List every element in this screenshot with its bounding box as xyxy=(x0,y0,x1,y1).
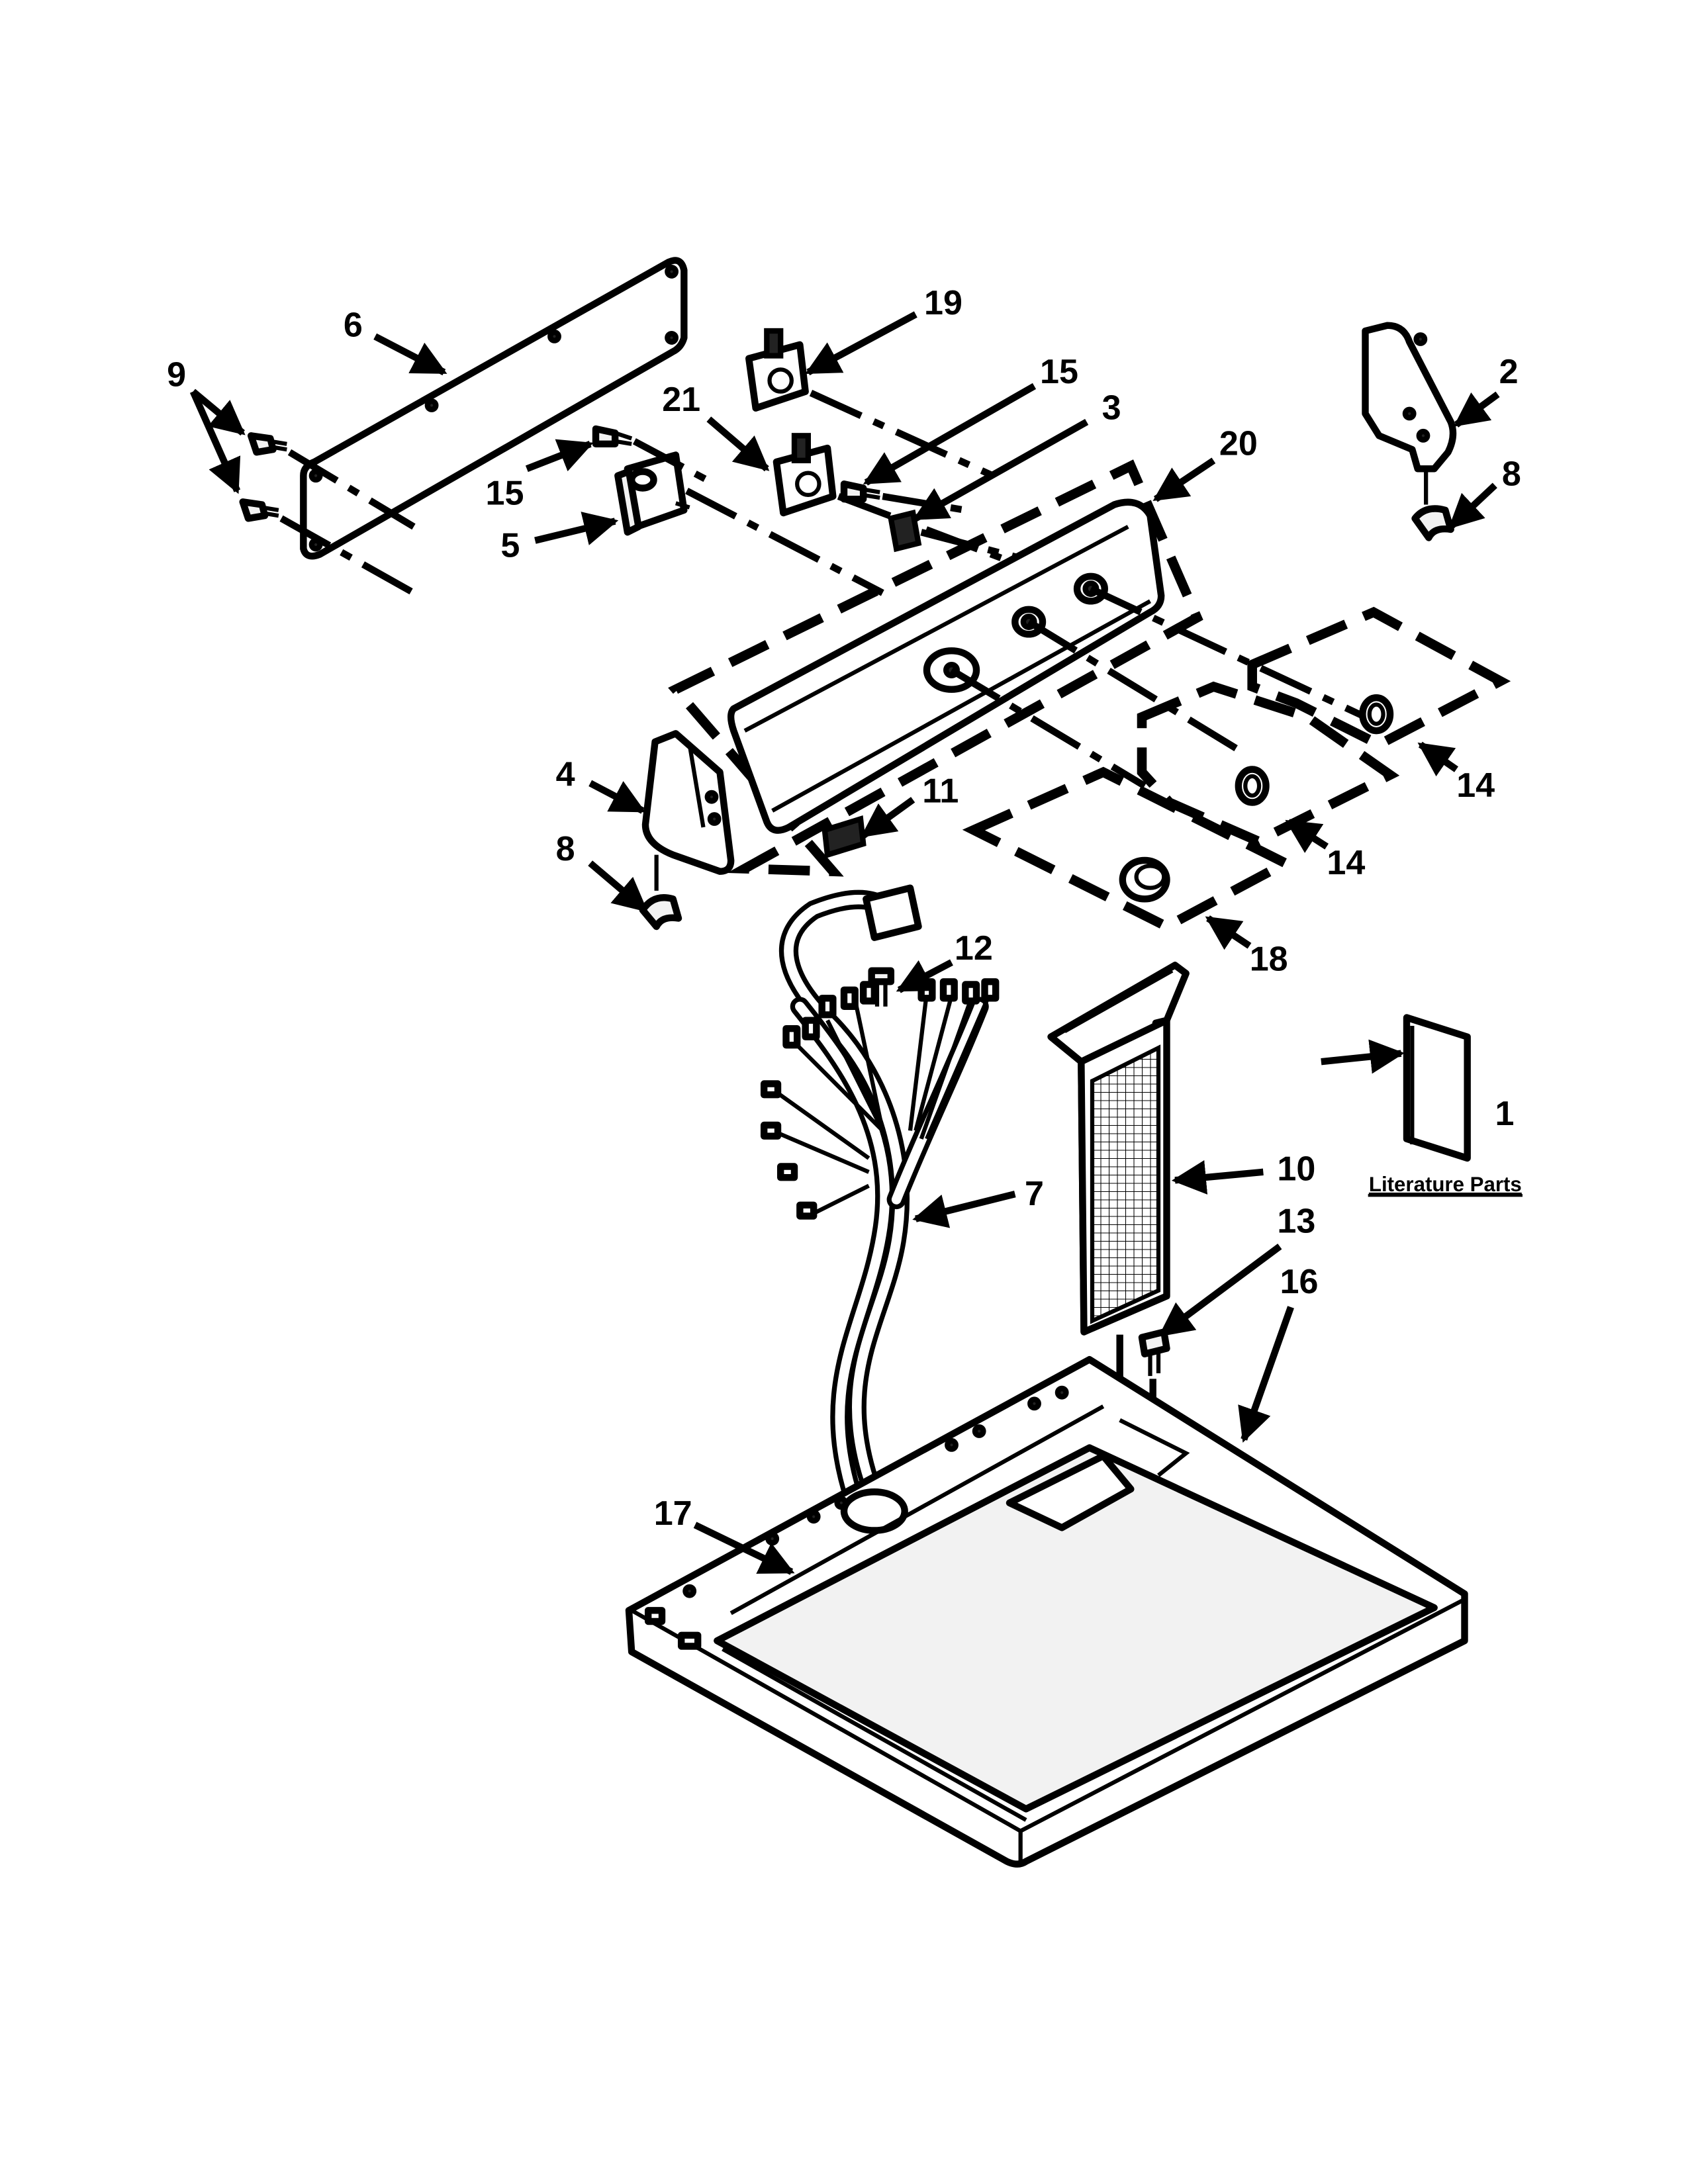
console-kit-outline-part-20 xyxy=(668,459,1203,877)
callout-11: 11 xyxy=(922,772,959,811)
end-cap-part-4 xyxy=(641,730,735,875)
switch-part-19 xyxy=(745,328,809,412)
callout-18: 18 xyxy=(1250,940,1288,979)
callout-3: 3 xyxy=(1102,388,1121,427)
callout-15-left: 15 xyxy=(486,475,524,513)
screw-part-15-right xyxy=(840,480,880,503)
callout-14-right: 14 xyxy=(1456,766,1495,805)
clip-part-8-left xyxy=(639,894,682,931)
screw-part-9-lower xyxy=(239,498,279,522)
end-cap-part-2 xyxy=(1362,322,1457,473)
knob-kit-outline-part-14-right xyxy=(1247,606,1511,751)
callout-19: 19 xyxy=(924,284,962,322)
literature-parts-label: Literature Parts xyxy=(1369,1173,1522,1196)
callout-15-right: 15 xyxy=(1040,353,1078,391)
timer-switch-part-5 xyxy=(614,451,690,536)
clip-part-8-right xyxy=(1411,505,1454,541)
callout-10: 10 xyxy=(1277,1150,1315,1188)
callout-4: 4 xyxy=(556,756,575,794)
callout-5: 5 xyxy=(500,527,520,565)
callout-7: 7 xyxy=(1025,1175,1044,1213)
literature-part-1 xyxy=(1403,1014,1471,1162)
lint-screen-part-10 xyxy=(1047,962,1190,1336)
callout-labels: 1 2 3 4 5 6 7 8 8 9 10 11 12 13 14 14 15… xyxy=(167,284,1523,1533)
callout-17: 17 xyxy=(654,1494,692,1533)
console-part-20 xyxy=(727,498,1165,834)
dryer-top-part-17 xyxy=(625,1355,1468,1868)
wire-harness-part-7 xyxy=(760,884,1000,1513)
callout-2: 2 xyxy=(1499,353,1519,391)
knob-part-14-middle xyxy=(1235,766,1270,806)
callout-14-middle: 14 xyxy=(1327,844,1365,882)
knob-kit-outline-part-18 xyxy=(962,766,1296,933)
callout-20: 20 xyxy=(1219,425,1258,463)
screw-part-15-left xyxy=(592,425,633,448)
callout-16: 16 xyxy=(1280,1263,1319,1301)
clip-part-3 xyxy=(888,509,922,553)
knob-part-14-right xyxy=(1359,694,1394,735)
callout-21: 21 xyxy=(662,381,700,419)
switch-part-21 xyxy=(773,433,837,517)
knob-kit-outline-part-14-middle xyxy=(1137,681,1400,846)
screw-part-12 xyxy=(868,967,895,1007)
callout-9: 9 xyxy=(167,355,186,394)
rear-panel-part-6 xyxy=(300,257,688,560)
leader-lines xyxy=(189,311,1500,1575)
knob-part-18 xyxy=(1119,856,1170,903)
callout-6: 6 xyxy=(344,306,363,344)
callout-13: 13 xyxy=(1277,1203,1315,1241)
screw-part-13 xyxy=(1138,1328,1170,1377)
callout-1: 1 xyxy=(1495,1095,1515,1133)
screw-part-9-upper xyxy=(247,432,287,456)
callout-8-right: 8 xyxy=(1502,455,1521,493)
callout-12: 12 xyxy=(955,929,993,968)
callout-8-left: 8 xyxy=(556,830,575,868)
badge-part-11 xyxy=(821,815,867,859)
